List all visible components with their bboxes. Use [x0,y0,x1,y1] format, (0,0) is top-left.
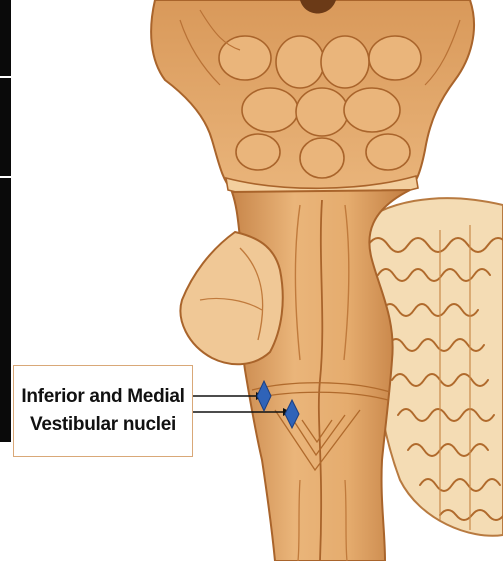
frame-bar-middle [0,78,11,176]
label-line-2: Vestibular nuclei [30,411,176,439]
frame-bar-top [0,0,11,76]
frame-bar-bottom [0,178,11,442]
flocculus-lobe [180,232,282,364]
upper-brainstem [151,0,474,190]
vestibular-nuclei-label: Inferior and Medial Vestibular nuclei [13,365,193,457]
label-line-1: Inferior and Medial [21,383,184,411]
